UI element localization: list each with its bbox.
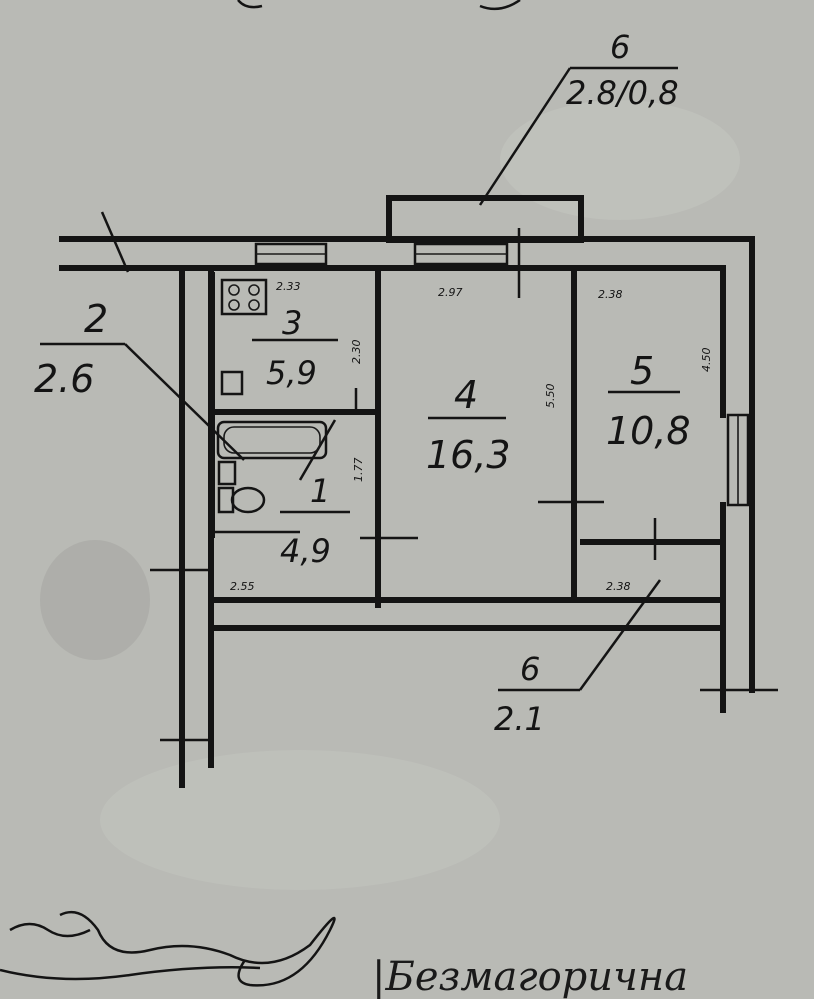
room-1-area: 4,9 — [280, 532, 331, 570]
dim-bath-depth: 1.77 — [352, 458, 365, 483]
dim-bedroom-width: 2.38 — [598, 288, 623, 301]
room-5-area: 10,8 — [606, 409, 691, 453]
window-living — [413, 228, 521, 298]
interior-walls — [209, 267, 721, 608]
loggia-area: 2.1 — [494, 700, 545, 738]
paper-stain — [100, 750, 500, 890]
dim-kitchen-depth: 2.30 — [350, 340, 363, 365]
bath-sink-fixture — [217, 460, 237, 486]
leader-lines — [40, 66, 680, 692]
dim-hall-width: 2.55 — [230, 580, 255, 593]
dim-kitchen-width: 2.33 — [276, 280, 301, 293]
window-side — [726, 413, 750, 507]
handwritten-signature — [0, 910, 336, 987]
dim-living-depth: 5.50 — [544, 384, 557, 409]
bathtub-fixture — [216, 420, 328, 460]
footer-text: |Безмагорична — [372, 954, 688, 999]
outer-walls — [59, 236, 755, 788]
balcony-number: 6 — [610, 28, 630, 66]
stove-fixture — [220, 278, 268, 316]
room-3-number: 3 — [282, 304, 302, 342]
room-5-number: 5 — [630, 349, 654, 393]
loggia-number: 6 — [520, 650, 540, 688]
room-4-area: 16,3 — [426, 433, 511, 477]
room-2-area: 2.6 — [34, 357, 94, 401]
room-1-number: 1 — [310, 472, 330, 510]
balcony-area: 2.8/0,8 — [566, 74, 679, 112]
dim-living-width: 2.97 — [438, 286, 463, 299]
dim-corridor-width: 2.38 — [606, 580, 631, 593]
toilet-fixture — [217, 486, 266, 514]
wall-break-mark — [100, 211, 130, 273]
room-4-number: 4 — [454, 373, 478, 417]
top-scribble — [237, 0, 521, 11]
paper-stain — [40, 540, 150, 660]
dim-bedroom-depth: 4.50 — [700, 348, 713, 373]
room-2-number: 2 — [84, 297, 108, 341]
paper-stain — [500, 100, 740, 220]
window-kitchen — [254, 242, 328, 266]
sink-fixture — [220, 370, 244, 396]
door-marks — [150, 388, 778, 742]
room-3-area: 5,9 — [266, 354, 317, 392]
